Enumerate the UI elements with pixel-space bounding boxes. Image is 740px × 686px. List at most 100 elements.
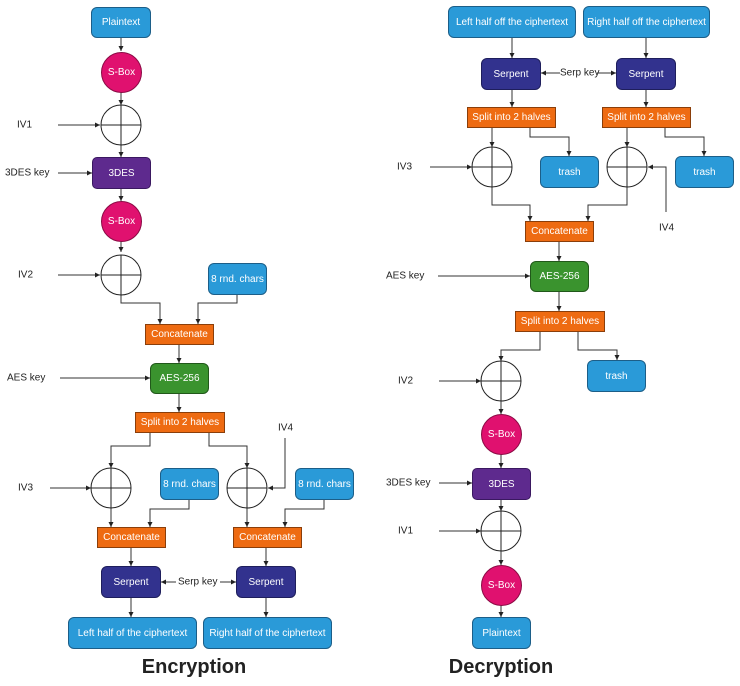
dec-serpent-right-box: Serpent — [616, 58, 676, 90]
enc-serpent-left-label: Serpent — [113, 576, 149, 588]
xor-icon — [226, 467, 268, 509]
enc-iv3-label: IV3 — [18, 482, 34, 494]
dec-trash-label: trash — [605, 370, 628, 382]
dec-serpent-right-label: Serpent — [628, 68, 664, 80]
enc-serpent-right-label: Serpent — [248, 576, 284, 588]
connector — [108, 432, 151, 468]
encryption-title: Encryption — [141, 656, 247, 678]
dec-sbox-2-label: S-Box — [487, 580, 516, 591]
enc-sbox-2: S-Box — [101, 201, 142, 242]
enc-rnd-chars-right-box: 8 rnd. chars — [295, 468, 354, 500]
connector — [664, 128, 707, 156]
enc-rnd-chars-left-box: 8 rnd. chars — [160, 468, 219, 500]
enc-rnd-chars-label: 8 rnd. chars — [211, 273, 264, 285]
xor-icon — [90, 467, 132, 509]
dec-split-label: Split into 2 halves — [520, 316, 600, 327]
dec-trash-right-box: trash — [675, 156, 734, 188]
enc-right-ciphertext-label: Right half of the ciphertext — [209, 627, 326, 639]
dec-3des-key-label: 3DES key — [386, 477, 431, 489]
connector — [491, 187, 533, 221]
dec-iv2-label: IV2 — [398, 375, 414, 387]
connector — [147, 500, 190, 527]
dec-sbox-1: S-Box — [481, 414, 522, 455]
connector — [585, 187, 628, 221]
decryption-title: Decryption — [448, 656, 554, 678]
dec-split-left-box: Split into 2 halves — [467, 107, 556, 128]
enc-plaintext-box: Plaintext — [91, 7, 151, 38]
enc-iv1-label: IV1 — [17, 119, 33, 131]
dec-concatenate-label: Concatenate — [531, 226, 588, 237]
connector — [208, 432, 250, 468]
xor-icon — [100, 104, 142, 146]
enc-aes-key-label: AES key — [7, 372, 46, 384]
enc-concatenate-left-box: Concatenate — [97, 527, 166, 548]
dec-plaintext-label: Plaintext — [482, 627, 521, 639]
dec-aes-label: AES-256 — [539, 271, 580, 282]
connector — [282, 500, 325, 527]
enc-concatenate-box: Concatenate — [145, 324, 214, 345]
enc-split-box: Split into 2 halves — [135, 412, 225, 433]
dec-serpent-left-label: Serpent — [493, 68, 529, 80]
enc-3des-label: 3DES — [108, 167, 135, 179]
dec-plaintext-box: Plaintext — [472, 617, 531, 649]
enc-concatenate-left-label: Concatenate — [103, 532, 160, 543]
enc-aes-label: AES-256 — [159, 373, 200, 384]
connector — [120, 295, 163, 324]
connector — [268, 438, 286, 491]
enc-plaintext-label: Plaintext — [101, 17, 141, 28]
enc-iv4-label: IV4 — [278, 422, 294, 434]
dec-left-ciphertext-box: Left half off the ciphertext — [448, 6, 576, 38]
dec-right-ciphertext-label: Right half off the ciphertext — [587, 16, 706, 28]
xor-icon — [480, 360, 522, 402]
dec-sbox-1-label: S-Box — [487, 429, 516, 440]
xor-icon — [471, 146, 513, 188]
enc-rnd-chars-left-label: 8 rnd. chars — [163, 478, 216, 490]
dec-split-left-label: Split into 2 halves — [472, 112, 551, 123]
enc-sbox-1-label: S-Box — [107, 67, 136, 78]
dec-left-ciphertext-label: Left half off the ciphertext — [455, 16, 569, 28]
enc-serp-key-label: Serp key — [178, 576, 218, 588]
dec-3des-box: 3DES — [472, 468, 531, 500]
dec-split-box: Split into 2 halves — [515, 311, 605, 332]
dec-split-right-box: Split into 2 halves — [602, 107, 691, 128]
dec-concatenate-box: Concatenate — [525, 221, 594, 242]
enc-3des-box: 3DES — [92, 157, 151, 189]
dec-right-ciphertext-box: Right half off the ciphertext — [583, 6, 710, 38]
connector — [529, 128, 572, 156]
enc-left-ciphertext-label: Left half of the ciphertext — [77, 627, 188, 639]
connector — [195, 294, 238, 324]
dec-iv4-label: IV4 — [659, 222, 675, 234]
enc-serpent-right-box: Serpent — [236, 566, 296, 598]
dec-iv3-label: IV3 — [397, 161, 413, 173]
enc-concatenate-right-box: Concatenate — [233, 527, 302, 548]
enc-concatenate-label: Concatenate — [151, 329, 208, 340]
dec-aes-key-label: AES key — [386, 270, 425, 282]
enc-rnd-chars-box: 8 rnd. chars — [208, 263, 267, 295]
enc-concatenate-right-label: Concatenate — [239, 532, 296, 543]
connector — [648, 164, 667, 212]
xor-icon — [606, 146, 648, 188]
enc-sbox-2-label: S-Box — [107, 216, 136, 227]
dec-trash-box: trash — [587, 360, 646, 392]
xor-icon — [480, 510, 522, 552]
dec-split-right-label: Split into 2 halves — [607, 112, 686, 123]
dec-iv1-label: IV1 — [398, 525, 414, 537]
dec-trash-left-box: trash — [540, 156, 599, 188]
enc-sbox-1: S-Box — [101, 52, 142, 93]
enc-split-label: Split into 2 halves — [140, 417, 220, 428]
enc-rnd-chars-right-label: 8 rnd. chars — [298, 478, 351, 490]
enc-3des-key-label: 3DES key — [5, 167, 50, 179]
enc-aes-box: AES-256 — [150, 363, 209, 394]
connector — [498, 332, 541, 361]
connector — [577, 332, 620, 360]
dec-serpent-left-box: Serpent — [481, 58, 541, 90]
dec-sbox-2: S-Box — [481, 565, 522, 606]
enc-right-ciphertext-box: Right half of the ciphertext — [203, 617, 332, 649]
enc-iv2-label: IV2 — [18, 269, 34, 281]
dec-trash-right-label: trash — [693, 166, 716, 178]
dec-serp-key-label: Serp key — [560, 67, 600, 79]
xor-icon — [100, 254, 142, 296]
dec-aes-box: AES-256 — [530, 261, 589, 292]
dec-trash-left-label: trash — [558, 166, 581, 178]
